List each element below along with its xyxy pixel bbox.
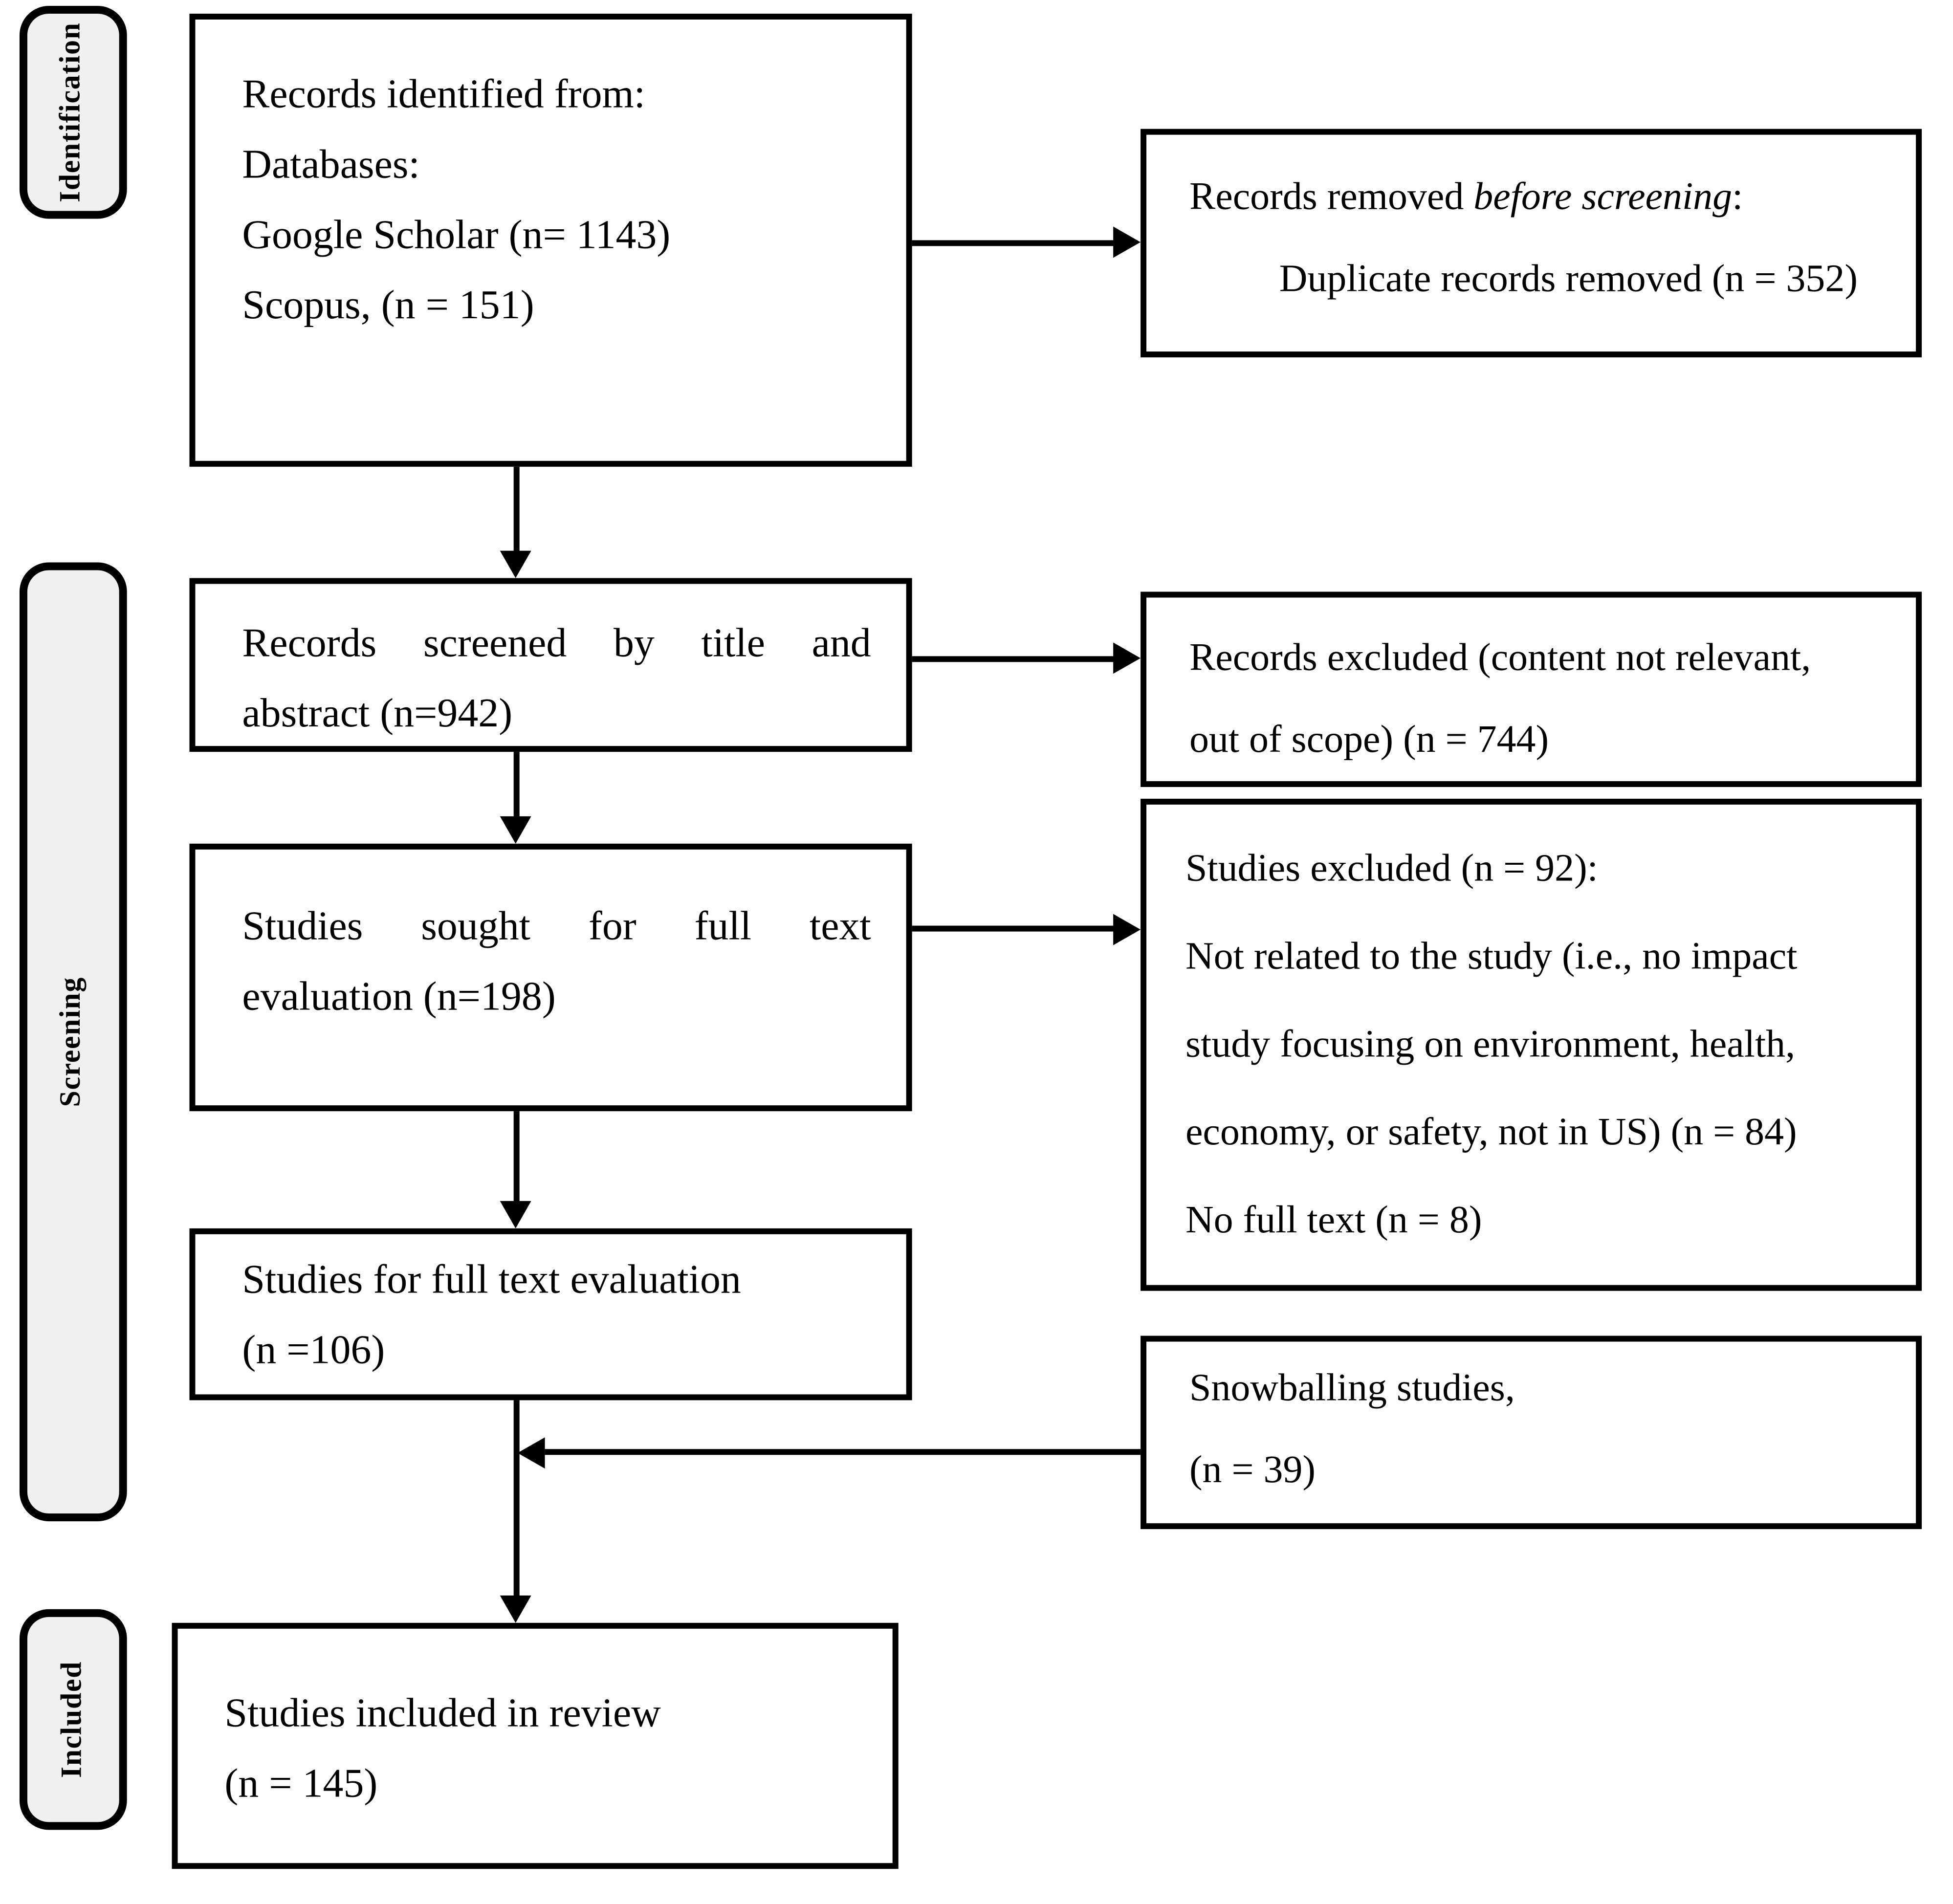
text-line: abstract (n=942) xyxy=(242,689,513,737)
stage-identification: Identification xyxy=(19,5,127,219)
arrow-down-icon xyxy=(500,550,531,578)
text-segment: : xyxy=(1732,175,1743,219)
box-studies-sought: Studies sought for full text evaluation … xyxy=(189,843,912,1112)
stage-screening-label: Screening xyxy=(56,977,88,1107)
text-line: No full text (n = 8) xyxy=(1185,1199,1482,1242)
text-line: study focusing on environment, health, xyxy=(1185,1023,1796,1067)
text-line: out of scope) (n = 744) xyxy=(1189,719,1549,762)
text-line: evaluation (n=198) xyxy=(242,972,556,1020)
text-line: Records identified from: xyxy=(242,70,646,117)
text-line: Scopus, (n = 151) xyxy=(242,281,534,328)
text-segment: Records removed xyxy=(1189,175,1474,219)
arrow-left-icon xyxy=(517,1437,545,1469)
connector-line xyxy=(513,1400,520,1599)
text-line: Studies included in review xyxy=(224,1689,661,1736)
box-snowballing-studies: Snowballing studies, (n = 39) xyxy=(1141,1335,1922,1530)
text-line: Studies sought for full text xyxy=(242,902,871,949)
stage-identification-label: Identification xyxy=(56,22,88,203)
text-segment-italic: before screening xyxy=(1473,175,1733,219)
stage-screening: Screening xyxy=(19,562,127,1522)
connector-line xyxy=(545,1449,1141,1455)
text-line: Studies for full text evaluation xyxy=(242,1255,741,1303)
box-studies-excluded: Studies excluded (n = 92): Not related t… xyxy=(1141,798,1922,1291)
text-line: Studies excluded (n = 92): xyxy=(1185,847,1598,891)
text-line: Records removed before screening: xyxy=(1189,156,1892,239)
arrow-down-icon xyxy=(500,816,531,844)
text-line: economy, or safety, not in US) (n = 84) xyxy=(1185,1111,1797,1155)
text-line: (n =106) xyxy=(242,1326,385,1373)
text-line: (n = 39) xyxy=(1189,1449,1316,1492)
box-records-removed-before-screening: Records removed before screening: Duplic… xyxy=(1141,129,1922,358)
text-line: Snowballing studies, xyxy=(1189,1367,1515,1410)
connector-line xyxy=(513,466,520,555)
text-line: Google Scholar (n= 1143) xyxy=(242,211,671,258)
text-line: (n = 145) xyxy=(224,1759,378,1807)
connector-line xyxy=(513,752,520,820)
text-line: Duplicate records removed (n = 352) xyxy=(1279,258,1858,301)
stage-included: Included xyxy=(19,1609,127,1830)
arrow-right-icon xyxy=(1113,642,1141,674)
connector-line xyxy=(912,240,1118,246)
box-studies-included-in-review: Studies included in review (n = 145) xyxy=(172,1622,899,1869)
text-line: Records screened by title and xyxy=(242,619,871,666)
arrow-right-icon xyxy=(1113,914,1141,945)
box-records-screened: Records screened by title and abstract (… xyxy=(189,578,912,752)
connector-line xyxy=(912,656,1118,662)
connector-line xyxy=(513,1111,520,1205)
box-records-identified: Records identified from: Databases: Goog… xyxy=(189,13,912,467)
arrow-down-icon xyxy=(500,1595,531,1623)
box-records-excluded: Records excluded (content not relevant, … xyxy=(1141,591,1922,787)
box-studies-full-text-evaluation: Studies for full text evaluation (n =106… xyxy=(189,1228,912,1401)
arrow-down-icon xyxy=(500,1201,531,1228)
text-line: Databases: xyxy=(242,140,420,188)
stage-included-label: Included xyxy=(56,1661,88,1778)
arrow-right-icon xyxy=(1113,226,1141,258)
text-line: Records excluded (content not relevant, xyxy=(1189,636,1811,680)
text-line: Not related to the study (i.e., no impac… xyxy=(1185,935,1798,979)
connector-line xyxy=(912,925,1118,932)
